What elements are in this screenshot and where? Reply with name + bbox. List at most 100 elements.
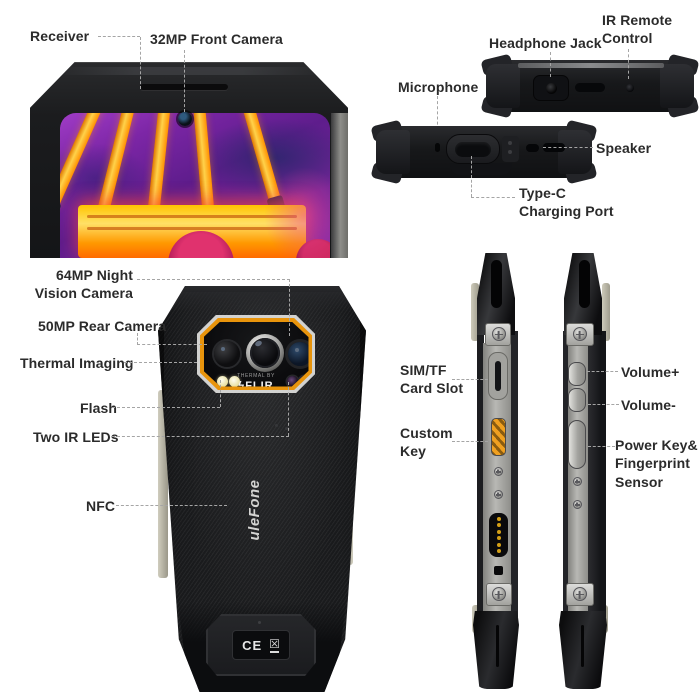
screen-edge-sheen: [518, 63, 664, 68]
speaker-slot: [526, 144, 539, 152]
leader-night-vision: [289, 279, 290, 336]
front-right-rail: [331, 113, 348, 258]
end-cap: [376, 130, 410, 174]
screw-icon: [494, 490, 503, 499]
leader-rear-camera: [137, 333, 138, 345]
screw-icon: [573, 587, 587, 601]
label-microphone: Microphone: [398, 79, 479, 95]
leader-receiver: [98, 36, 140, 37]
main-lens: [249, 337, 280, 368]
label-type-c: Type-C Charging Port: [519, 184, 614, 221]
bottom-edge-view: [370, 119, 598, 185]
leader-type-c: [471, 197, 515, 198]
lanyard-hole: [494, 566, 503, 575]
type-c-flap: [446, 134, 500, 164]
leader-microphone: [437, 96, 438, 140]
usb-flap-latch: [450, 163, 512, 175]
side-edge: [588, 331, 606, 617]
label-flash: Flash: [80, 400, 118, 416]
thermal-glow: [265, 168, 330, 258]
pogo-pin: [496, 529, 501, 534]
screw-icon: [573, 477, 582, 486]
label-line: Control: [602, 30, 653, 47]
leader-ir-remote: [628, 49, 629, 79]
side-bottom-slot: [496, 625, 499, 667]
pogo-pin: [496, 536, 501, 541]
headphone-jack-hole: [546, 83, 557, 94]
type-c-port: [455, 142, 491, 157]
label-line: Charging Port: [519, 203, 614, 220]
screw-icon: [494, 467, 503, 476]
label-line: IR Remote: [602, 12, 673, 28]
lens-glint: [221, 347, 226, 352]
plate-pinhole: [258, 621, 261, 624]
leader-thermal-imaging: [124, 362, 197, 363]
end-cap: [660, 64, 694, 108]
leader-ir-leds: [112, 436, 289, 437]
flap-hinge: [502, 136, 519, 162]
end-cap: [486, 64, 520, 108]
thermal-by-text: THERMAL BY: [237, 372, 275, 379]
hinge-dot: [508, 141, 512, 145]
main-lens-ring: [245, 333, 284, 372]
ir-led: [286, 375, 298, 387]
leader-volume-down: [588, 404, 619, 405]
leader-custom-key: [452, 441, 488, 442]
leader-ir-leds: [288, 382, 289, 436]
rear-camera-50mp-lens: [213, 340, 240, 367]
end-cap: [558, 130, 592, 174]
side-view-right: [556, 253, 610, 689]
custom-key-button: [491, 418, 506, 456]
label-ir-leds: Two IR LEDs: [33, 429, 119, 445]
label-line: Type-C: [519, 185, 567, 201]
front-camera-punch-hole: [178, 112, 192, 126]
screw-icon: [492, 327, 506, 341]
leader-speaker: [543, 147, 593, 148]
sim-tray-slot: [494, 361, 501, 391]
label-sim-slot: SIM/TF Card Slot: [400, 361, 463, 398]
side-sliver: [602, 283, 610, 341]
label-line: Card Slot: [400, 380, 464, 397]
front-screen-thermal-image: [60, 113, 330, 258]
volume-down-button: [568, 388, 586, 412]
flir-bolt-icon: ϟ: [238, 379, 246, 392]
leader-type-c: [471, 156, 472, 197]
hinge-dot: [508, 150, 512, 154]
power-key-fingerprint-button: [568, 420, 586, 469]
label-line: 64MP Night: [56, 267, 133, 283]
side-edge: [563, 331, 570, 617]
microphone-hole: [435, 143, 440, 152]
leader-sim-slot: [452, 379, 488, 380]
volume-up-button: [568, 362, 586, 386]
leader-flash: [220, 380, 221, 407]
label-line: SIM/TF: [400, 362, 447, 378]
sim-tf-card-tray: [488, 352, 508, 400]
flash-led: [228, 375, 240, 387]
certification-box: CE ☒: [232, 630, 290, 660]
label-receiver: Receiver: [30, 28, 90, 44]
label-power-key: Power Key& Fingerprint Sensor: [615, 436, 698, 491]
machine-dial: [168, 231, 234, 258]
side-top-slot: [491, 260, 502, 308]
screw-icon: [573, 327, 587, 341]
label-line: Power Key&: [615, 437, 698, 453]
label-line: Key: [400, 443, 426, 460]
label-front-camera: 32MP Front Camera: [150, 31, 283, 47]
leader-rear-camera: [137, 344, 207, 345]
label-headphone-jack: Headphone Jack: [489, 35, 602, 51]
ce-mark: CE: [242, 637, 263, 653]
pogo-pin: [496, 542, 501, 547]
back-mic-dot: [275, 424, 278, 427]
top-slot: [575, 83, 605, 92]
flash-led: [216, 375, 228, 387]
label-nfc: NFC: [86, 498, 116, 514]
lens-glint: [294, 347, 299, 352]
label-line: Fingerprint: [615, 455, 690, 472]
leader-night-vision: [137, 279, 290, 280]
night-vision-camera-lens: [287, 341, 309, 366]
front-view-phone: [30, 62, 348, 258]
back-bottom-plate: CE ☒: [206, 614, 316, 676]
weee-glyph: ☒: [269, 636, 280, 651]
side-top-slot: [579, 260, 590, 308]
leader-power-key: [588, 446, 615, 447]
